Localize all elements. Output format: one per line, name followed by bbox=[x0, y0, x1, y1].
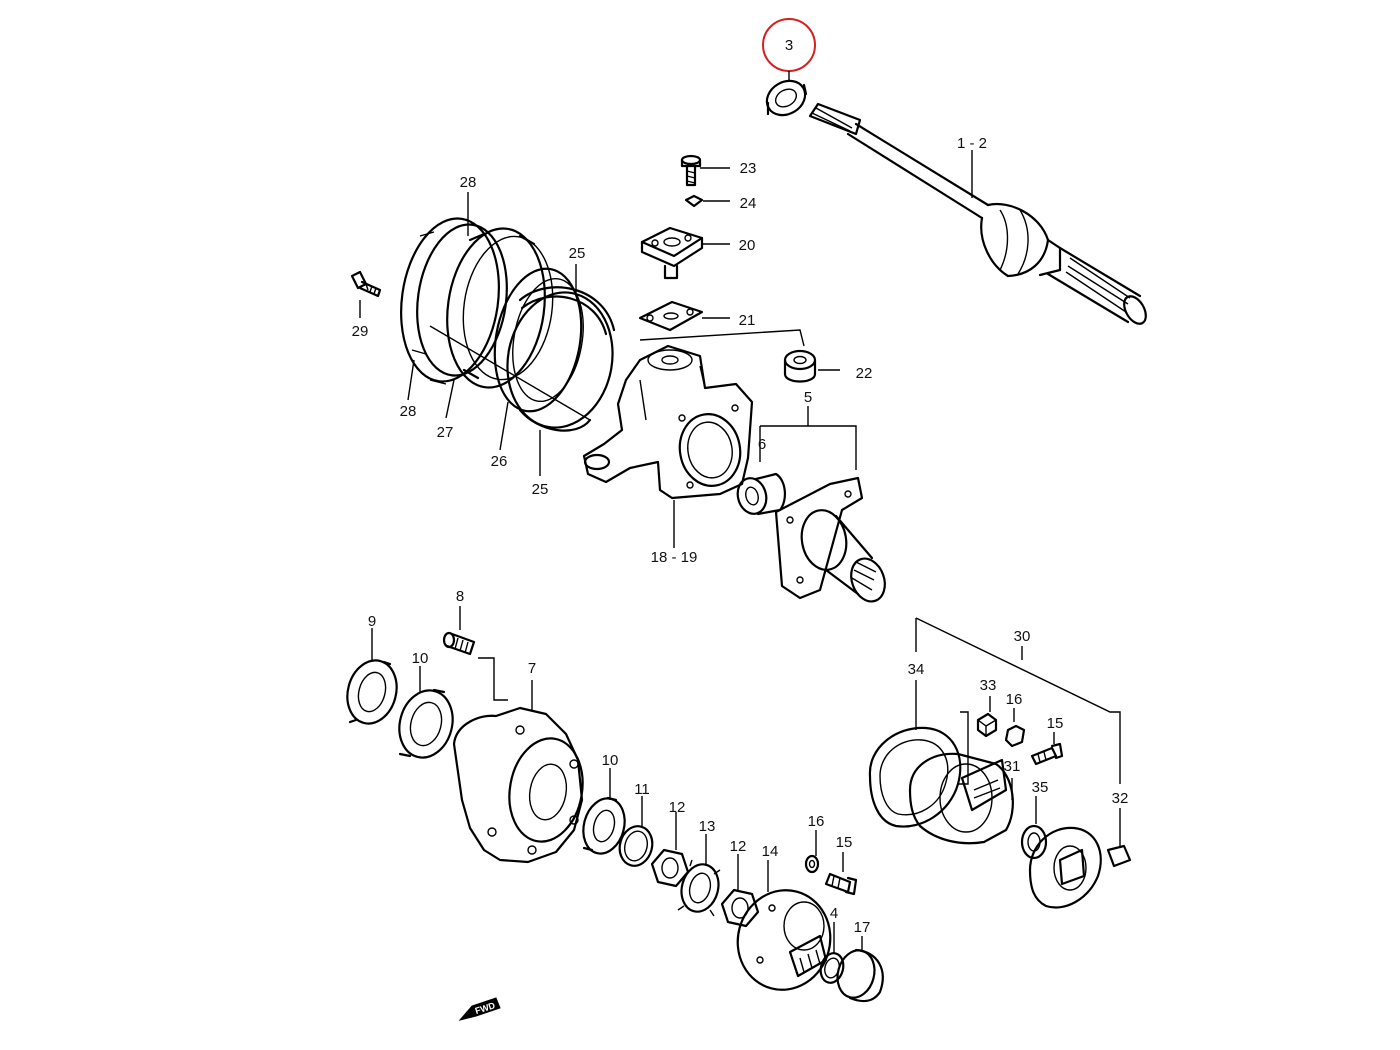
callout-24[interactable]: 24 bbox=[740, 195, 757, 212]
callout-30[interactable]: 30 bbox=[1014, 628, 1031, 645]
callout-14[interactable]: 14 bbox=[762, 843, 779, 860]
callout-10-outer[interactable]: 10 bbox=[602, 752, 619, 769]
part-15-bolt-upper[interactable] bbox=[1030, 742, 1064, 766]
callout-3[interactable]: 3 bbox=[785, 37, 793, 54]
part-28-oil-seal[interactable] bbox=[391, 212, 516, 388]
fwd-label: FWD bbox=[474, 1000, 497, 1016]
part-1-2-axle-shaft[interactable] bbox=[808, 102, 1150, 327]
part-16-washer-lower[interactable] bbox=[804, 854, 820, 874]
callout-1-2[interactable]: 1 - 2 bbox=[957, 135, 987, 152]
callout-11[interactable]: 11 bbox=[634, 781, 650, 798]
callout-33[interactable]: 33 bbox=[980, 677, 997, 694]
part-4-snap-ring[interactable] bbox=[817, 951, 846, 986]
callout-12-outer[interactable]: 12 bbox=[730, 838, 747, 855]
part-18-19-steering-knuckle[interactable] bbox=[582, 344, 754, 500]
part-24-washer[interactable] bbox=[684, 194, 704, 208]
part-16-washer-upper[interactable] bbox=[1004, 724, 1026, 748]
part-3-oil-seal[interactable] bbox=[761, 74, 812, 122]
callout-7[interactable]: 7 bbox=[528, 660, 536, 677]
callout-34[interactable]: 34 bbox=[908, 661, 925, 678]
part-21-shim[interactable] bbox=[638, 300, 704, 332]
callout-21[interactable]: 21 bbox=[739, 312, 756, 329]
callout-25-bottom[interactable]: 25 bbox=[532, 481, 549, 498]
callout-25-top[interactable]: 25 bbox=[569, 245, 586, 262]
callout-13[interactable]: 13 bbox=[699, 818, 716, 835]
callout-labels: 3 1 - 2 23 24 20 21 22 5 6 18 - 19 28 29… bbox=[352, 37, 1129, 936]
callout-22[interactable]: 22 bbox=[856, 365, 873, 382]
part-12-lock-nut-outer[interactable] bbox=[720, 888, 760, 928]
callout-12-inner[interactable]: 12 bbox=[669, 799, 686, 816]
part-13-lock-washer[interactable] bbox=[676, 859, 723, 917]
part-31-hub-body[interactable] bbox=[908, 752, 1014, 845]
callout-4[interactable]: 4 bbox=[830, 905, 838, 922]
part-25-spacer-rings[interactable] bbox=[497, 284, 623, 436]
callout-28-bottom[interactable]: 28 bbox=[400, 403, 417, 420]
callout-15-lower[interactable]: 15 bbox=[836, 834, 853, 851]
callout-31[interactable]: 31 bbox=[1004, 758, 1021, 775]
fwd-direction-marker: FWD bbox=[458, 997, 501, 1021]
part-32-hub-cover[interactable] bbox=[1028, 826, 1132, 909]
part-15-bolt-lower[interactable] bbox=[824, 872, 858, 896]
part-10-bearing-inner[interactable] bbox=[392, 684, 460, 763]
callout-29[interactable]: 29 bbox=[352, 323, 369, 340]
callout-16-lower[interactable]: 16 bbox=[808, 813, 825, 830]
part-20-king-pin-upper[interactable] bbox=[640, 226, 704, 280]
callout-28-top[interactable]: 28 bbox=[460, 174, 477, 191]
callout-15-upper[interactable]: 15 bbox=[1047, 715, 1064, 732]
part-5-wheel-spindle[interactable] bbox=[774, 476, 891, 606]
callout-17[interactable]: 17 bbox=[854, 919, 871, 936]
part-14-drive-flange[interactable] bbox=[727, 880, 842, 1000]
part-11-circlip[interactable] bbox=[615, 823, 656, 870]
callout-16-upper[interactable]: 16 bbox=[1006, 691, 1023, 708]
part-23-bolt[interactable] bbox=[680, 154, 702, 187]
callout-18-19[interactable]: 18 - 19 bbox=[651, 549, 698, 566]
part-34-gasket[interactable] bbox=[868, 726, 962, 828]
part-22-bearing[interactable] bbox=[783, 349, 817, 383]
part-9-oil-seal[interactable] bbox=[341, 655, 404, 729]
callout-26[interactable]: 26 bbox=[491, 453, 508, 470]
part-33-nut[interactable] bbox=[976, 712, 998, 738]
part-7-wheel-hub[interactable] bbox=[452, 706, 590, 864]
callout-20[interactable]: 20 bbox=[739, 237, 756, 254]
leader-lines bbox=[359, 71, 1121, 954]
callout-35[interactable]: 35 bbox=[1032, 779, 1049, 796]
callout-5[interactable]: 5 bbox=[804, 389, 812, 406]
callout-8[interactable]: 8 bbox=[456, 588, 464, 605]
callout-23[interactable]: 23 bbox=[740, 160, 757, 177]
part-8-hub-bolt[interactable] bbox=[442, 631, 476, 656]
callout-9[interactable]: 9 bbox=[368, 613, 376, 630]
callout-6[interactable]: 6 bbox=[758, 436, 766, 453]
callout-27[interactable]: 27 bbox=[437, 424, 454, 441]
part-10-bearing-outer[interactable] bbox=[577, 794, 630, 858]
callout-10-inner[interactable]: 10 bbox=[412, 650, 429, 667]
part-29-bolt[interactable] bbox=[350, 270, 382, 298]
callout-32[interactable]: 32 bbox=[1112, 790, 1129, 807]
